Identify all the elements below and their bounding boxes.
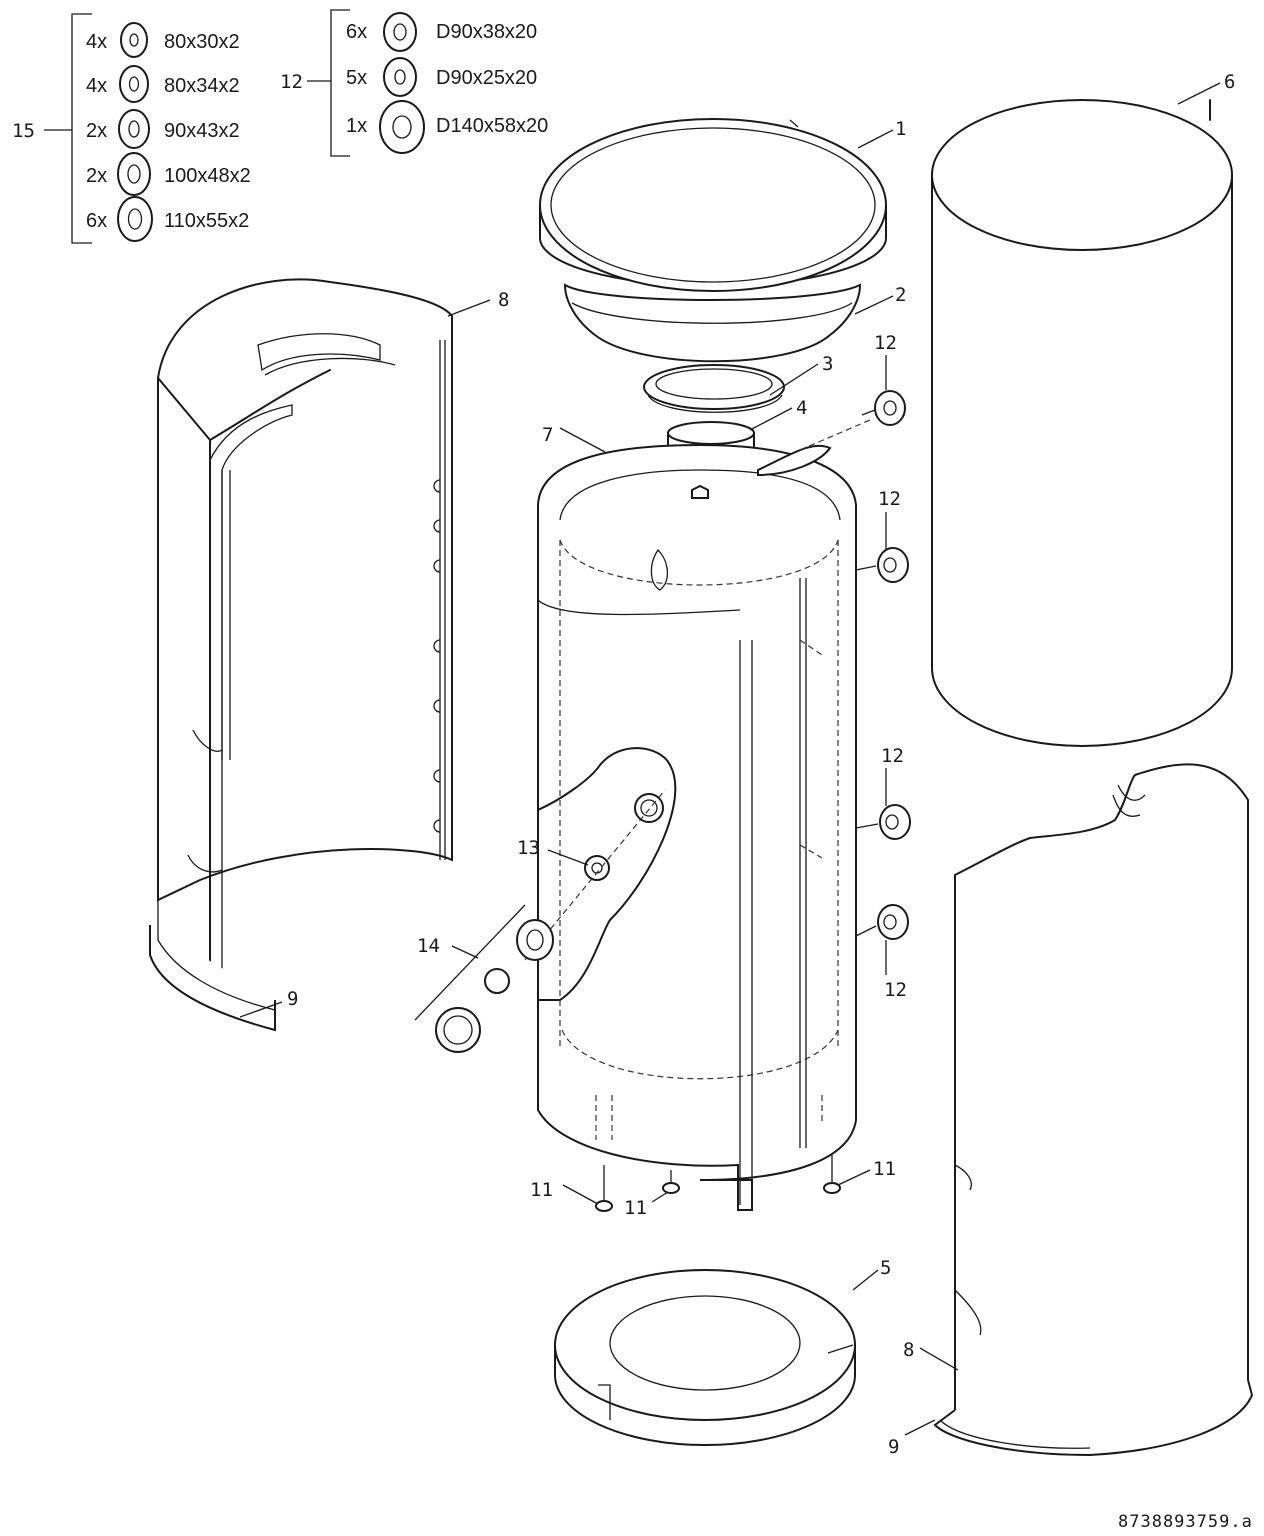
size: 80x34x2 [164, 75, 240, 97]
callout-5: 5 [880, 1257, 891, 1279]
part-11-feet [595, 1155, 841, 1212]
kit-12-row: 1x D140x58x20 [346, 100, 548, 154]
callout-11-b: 11 [624, 1197, 647, 1219]
drawing-reference: 8738893759.a [1118, 1512, 1253, 1532]
callout-12-a: 12 [874, 332, 897, 354]
callout-12-c: 12 [881, 745, 904, 767]
size: D90x38x20 [436, 21, 537, 43]
callout-12-b: 12 [878, 488, 901, 510]
size: 80x30x2 [164, 31, 240, 53]
part-13-ring [524, 789, 666, 961]
part-1-top-cover [539, 118, 887, 292]
callout-11-a: 11 [530, 1179, 553, 1201]
kit-12-row: 6x D90x38x20 [346, 12, 537, 52]
washer-icon [119, 65, 149, 103]
kit-15-legend: 15 4x 80x30x2 4x 80x34x2 2x 90x43x2 2x 1… [12, 13, 251, 244]
qty: 5x [346, 67, 367, 89]
insulating-ring-icon [383, 57, 417, 97]
callout-9-right: 9 [888, 1436, 899, 1458]
callout-4: 4 [796, 397, 807, 419]
size: 90x43x2 [164, 120, 240, 142]
callout-7: 7 [542, 424, 553, 446]
callout-3: 3 [822, 353, 833, 375]
callout-1: 1 [895, 118, 906, 140]
insulating-ring-icon [383, 12, 417, 52]
washer-icon [117, 196, 153, 242]
callout-8-bottom: 8 [903, 1339, 914, 1361]
callout-9-left: 9 [287, 988, 298, 1010]
callout-8-top: 8 [498, 289, 509, 311]
kit-15-row: 2x 90x43x2 [86, 109, 240, 149]
washer-icon [120, 22, 148, 58]
part-8-insulation-right [933, 763, 1254, 1457]
kit-12-row: 5x D90x25x20 [346, 57, 537, 97]
callout-11-c: 11 [873, 1158, 896, 1180]
part-2-insulation-cone [563, 283, 862, 363]
qty: 2x [86, 165, 107, 187]
part-12-insulating-rings [799, 390, 911, 940]
part-5-bottom-disc [554, 1269, 856, 1446]
kit-15-row: 4x 80x34x2 [86, 65, 240, 103]
washer-icon [117, 152, 151, 196]
callout-2: 2 [895, 284, 906, 306]
part-7-tank-shell [537, 443, 857, 1211]
kit-12-label: 12 [280, 71, 303, 93]
kit-15-row: 4x 80x30x2 [86, 22, 240, 58]
part-8-insulation-left [149, 278, 453, 1032]
kit-15-label: 15 [12, 120, 35, 142]
qty: 1x [346, 115, 367, 137]
qty: 6x [346, 21, 367, 43]
washer-icon [118, 109, 150, 149]
part-14-pipe-sleeve-kit [414, 904, 554, 1053]
callout-6: 6 [1224, 71, 1235, 93]
qty: 4x [86, 75, 107, 97]
size: 100x48x2 [164, 165, 251, 187]
part-6-outer-jacket [931, 99, 1233, 747]
callout-13: 13 [517, 837, 540, 859]
size: 110x55x2 [164, 210, 249, 232]
qty: 6x [86, 210, 107, 232]
kit-12-legend: 12 6x D90x38x20 5x D90x25x20 1x D140x58x… [280, 9, 548, 157]
callout-12-d: 12 [884, 979, 907, 1001]
qty: 2x [86, 120, 107, 142]
size: D140x58x20 [436, 115, 548, 137]
leader-lines [239, 82, 1221, 1436]
kit-15-row: 2x 100x48x2 [86, 152, 251, 196]
part-3-gasket [643, 364, 785, 413]
size: D90x25x20 [436, 67, 537, 89]
qty: 4x [86, 31, 107, 53]
insulating-ring-icon [379, 100, 425, 154]
callout-numbers: 1 2 3 4 5 6 7 8 8 9 9 11 11 11 12 12 12 … [287, 71, 1235, 1458]
kit-15-row: 6x 110x55x2 [86, 196, 249, 242]
callout-14: 14 [417, 935, 440, 957]
